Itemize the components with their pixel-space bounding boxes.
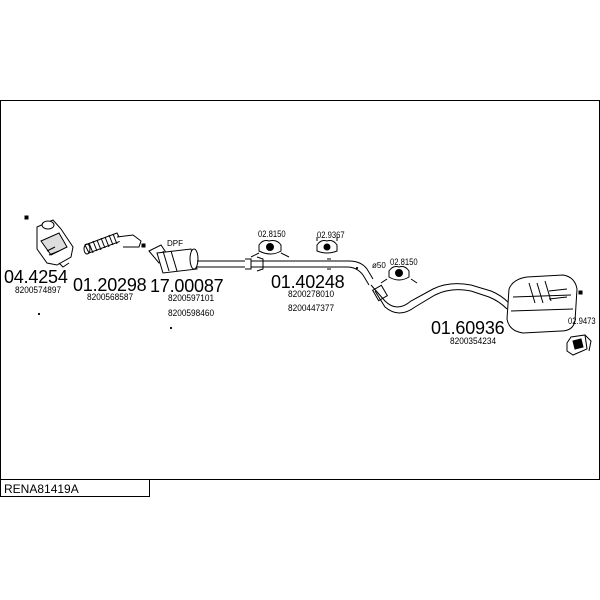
oem-number-label: 8200597101 <box>168 293 215 303</box>
catalytic-converter-icon <box>36 219 74 268</box>
oem-number-label: 8200354234 <box>450 336 497 346</box>
part-number-label: 17.00087 <box>150 276 224 296</box>
hanger-icon-4 <box>566 334 592 356</box>
hanger-number-label: 02.9473 <box>568 316 596 326</box>
diagram-title-box: RENA81419A <box>0 479 150 497</box>
part-number-label: 04.4254 <box>4 267 68 287</box>
oem-number-label: 8200278010 <box>288 289 335 299</box>
exhaust-diagram <box>24 215 592 356</box>
marker-square-1 <box>24 215 29 220</box>
hanger-number-label: 02.9367 <box>317 230 345 240</box>
hanger-number-label: 02.8150 <box>258 229 286 239</box>
oem-number-label: 8200598460 <box>168 308 215 318</box>
part-number-label: 01.20298 <box>73 275 147 295</box>
oem-number-label: 8200568587 <box>87 292 134 302</box>
flex-pipe-icon <box>83 232 142 255</box>
rear-muffler-icon <box>506 274 583 334</box>
hanger-icon-2 <box>316 237 338 254</box>
rear-pipe-icon <box>370 283 510 314</box>
marker-square-2 <box>141 243 146 248</box>
dpf-icon <box>148 244 252 274</box>
part-number-label: 01.60936 <box>431 318 505 338</box>
hanger-icon-1 <box>250 240 290 258</box>
oem-number-label: 8200447377 <box>288 303 335 313</box>
middle-pipe-icon <box>251 256 374 286</box>
diagram-title: RENA81419A <box>4 482 79 496</box>
clamp-diameter-label: ø50 <box>372 261 386 270</box>
marker-square-3 <box>578 290 583 295</box>
hanger-number-label: 02.8150 <box>390 257 418 267</box>
part-number-label: 01.40248 <box>271 272 345 292</box>
diagram-frame: 04.4254 8200574897 01.20298 8200568587 1… <box>0 100 600 480</box>
oem-number-label: 8200574897 <box>15 285 62 295</box>
dpf-label: DPF <box>167 239 183 248</box>
hanger-icon-3 <box>380 266 418 284</box>
